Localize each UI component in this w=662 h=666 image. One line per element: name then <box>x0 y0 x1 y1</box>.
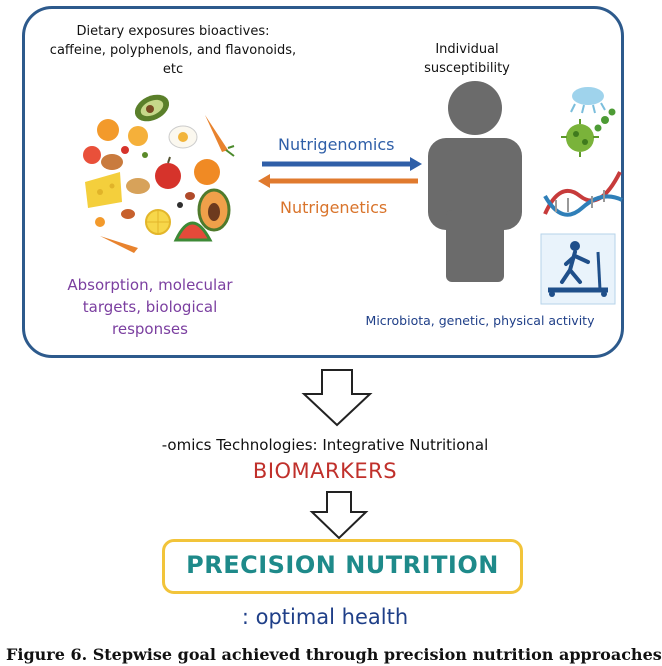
precision-nutrition-box <box>162 539 523 594</box>
nutrigenomics-label: Nutrigenomics <box>278 135 395 154</box>
microbiota-icon <box>561 87 616 157</box>
factors-text: Microbiota, genetic, physical activity <box>365 313 595 328</box>
down-arrow-1 <box>301 369 373 427</box>
nutrigenomics-arrow <box>262 157 422 171</box>
dna-icon <box>543 171 623 217</box>
biomarkers-heading: BIOMARKERS <box>252 459 398 483</box>
nutrigenetics-arrow <box>258 174 418 188</box>
figure-caption: Figure 6. Stepwise goal achieved through… <box>6 645 662 664</box>
absorption-text: Absorption, molecular targets, biologica… <box>67 276 233 338</box>
optimal-health-text: : optimal health <box>241 605 409 629</box>
person-icon <box>428 81 522 282</box>
individual-susceptibility-text: Individual susceptibility <box>424 42 510 76</box>
treadmill-icon <box>540 233 616 305</box>
diagram-graphics <box>80 81 623 540</box>
omics-technologies-text: -omics Technologies: Integrative Nutriti… <box>161 436 489 454</box>
food-cluster-illustration <box>80 94 236 253</box>
dietary-exposures-text: Dietary exposures bioactives: caffeine, … <box>49 24 297 77</box>
precision-nutrition-heading: PRECISION NUTRITION <box>186 551 499 579</box>
nutrigenetics-label: Nutrigenetics <box>280 198 388 217</box>
down-arrow-2 <box>309 491 369 540</box>
context-frame <box>22 6 624 358</box>
